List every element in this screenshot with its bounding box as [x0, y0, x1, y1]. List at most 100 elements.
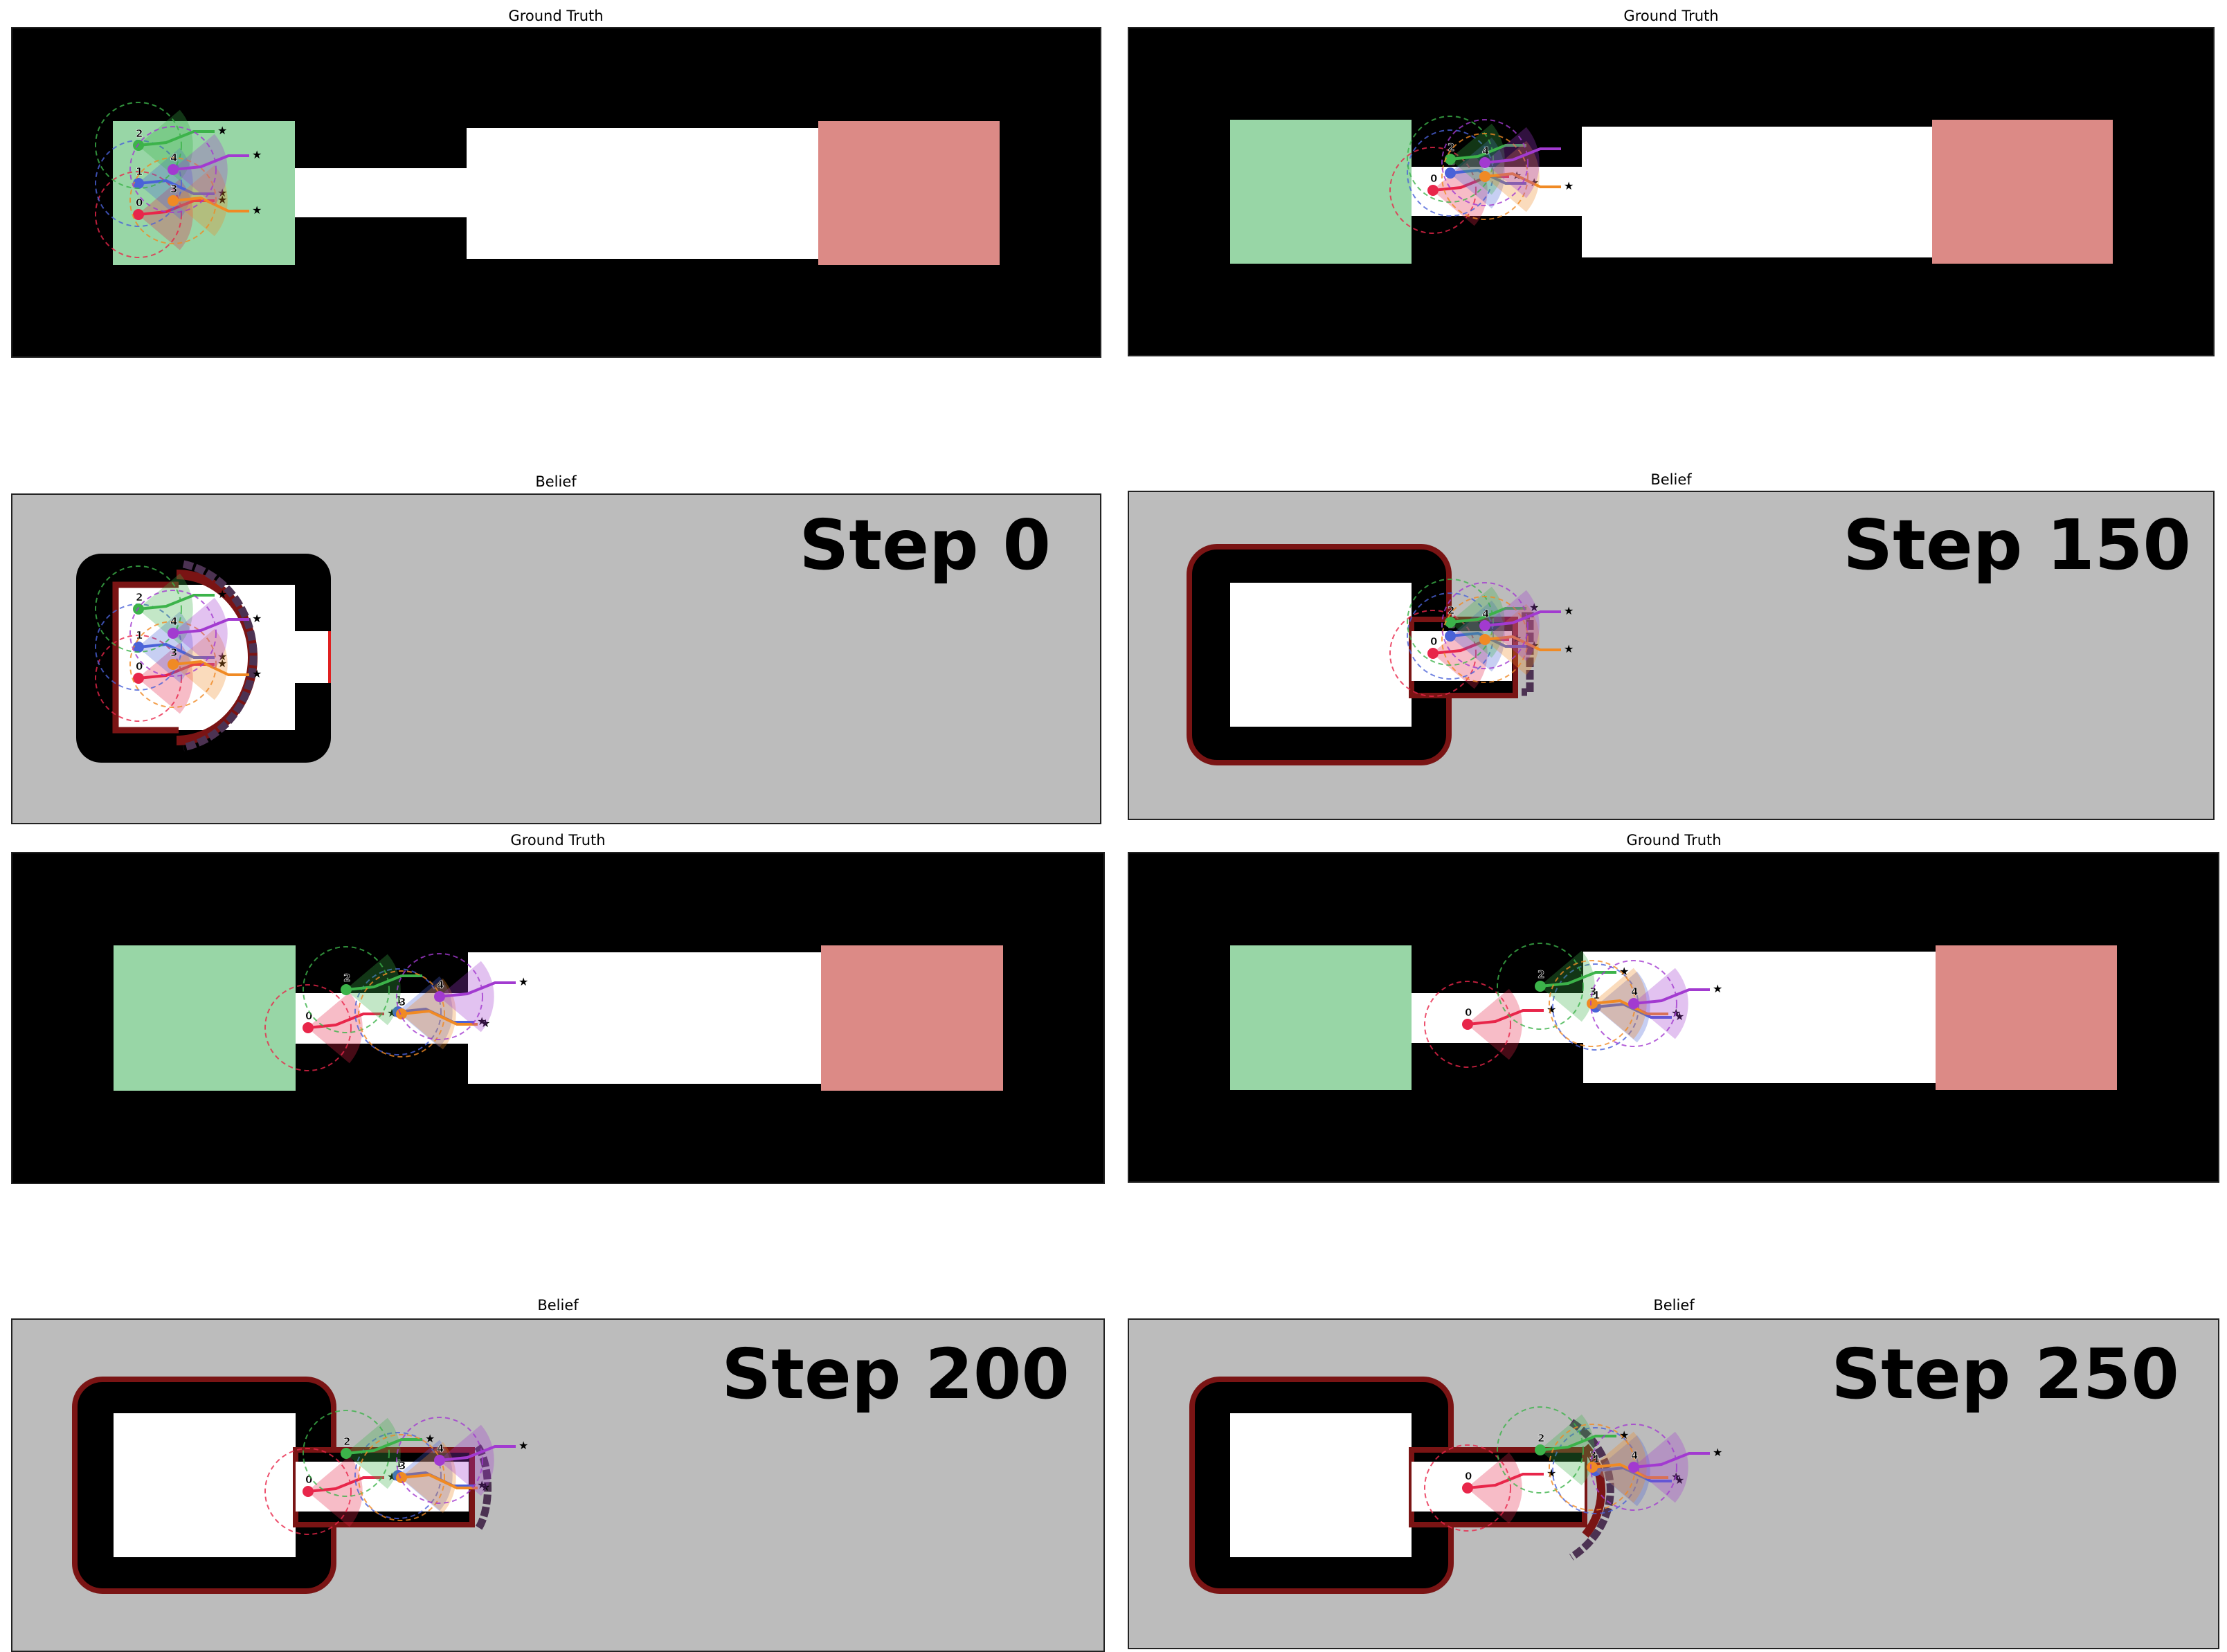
field-of-view-fan — [137, 573, 193, 645]
robot-id-label: 2 — [343, 1435, 350, 1448]
robot-id-label: 3 — [1589, 986, 1596, 998]
robot-id-label: 0 — [305, 1010, 312, 1022]
robot-id-label: 3 — [1589, 1449, 1596, 1462]
start-zone — [114, 945, 296, 1091]
field-of-view-fan — [345, 1417, 401, 1489]
sensor-range-circle — [396, 1417, 483, 1504]
sensor-range-circle — [303, 946, 390, 1033]
field-of-view-fan — [1594, 971, 1650, 1043]
robot-team: ★0★1★2★3★4 — [1424, 943, 1722, 1068]
panel-step200-belief: Belief ★0★1★2★3★4 Step 200 — [11, 1297, 1105, 1652]
robot-id-label: 4 — [170, 152, 177, 164]
goal-marker: ★ — [519, 975, 528, 988]
robot-id-label: 1 — [1593, 989, 1600, 1001]
field-of-view-fan — [1484, 590, 1540, 662]
field-of-view-fan — [1594, 1435, 1650, 1507]
robot-id-label: 2 — [136, 127, 143, 140]
robot-id-label: 4 — [1631, 986, 1638, 998]
robot-body — [1628, 998, 1639, 1009]
goal-marker: ★ — [217, 124, 227, 137]
robot-body — [341, 984, 352, 995]
start-zone — [1230, 945, 1412, 1090]
panel-title: Belief — [1653, 1297, 1695, 1314]
robot-body — [133, 209, 144, 220]
robot-team: ★0★1★2★3★4 — [264, 946, 528, 1071]
planned-trajectory — [1595, 1002, 1672, 1019]
planned-trajectory — [307, 1476, 384, 1493]
known-corridor — [295, 631, 330, 683]
panel-title: Ground Truth — [508, 8, 603, 24]
sensor-range-circle — [1407, 116, 1494, 203]
robot-id-label: 3 — [170, 183, 177, 195]
robot-id-label: 2 — [136, 591, 143, 603]
goal-zone — [1936, 945, 2117, 1090]
field-of-view-fan — [137, 642, 193, 714]
frontier-outer-arc — [1569, 1419, 1614, 1561]
planned-trajectory — [1633, 988, 1710, 1005]
field-of-view-fan — [1484, 603, 1540, 675]
goal-marker: ★ — [1529, 138, 1539, 151]
panel-title: Ground Truth — [510, 832, 605, 848]
sensor-range-circle — [1497, 1406, 1584, 1494]
field-of-view-fan — [1484, 140, 1540, 212]
panel-title: Ground Truth — [1626, 832, 1721, 848]
panel-title: Belief — [1650, 471, 1692, 488]
known-free — [114, 1413, 296, 1557]
field-of-view-fan — [137, 179, 193, 251]
planned-trajectory — [138, 179, 215, 195]
planned-trajectory — [1633, 1452, 1710, 1469]
robot-id-label: 0 — [136, 660, 143, 673]
robot-id-label: 4 — [437, 1442, 444, 1455]
field-of-view-fan — [137, 109, 193, 181]
robot-body — [303, 1022, 314, 1033]
planned-trajectory — [172, 154, 249, 171]
robot-id-label: 3 — [170, 646, 177, 659]
field-of-view-fan — [1449, 137, 1505, 209]
planned-trajectory — [345, 974, 422, 991]
planned-trajectory — [401, 1473, 478, 1489]
robot-body — [1445, 630, 1456, 642]
robot-id-label: 0 — [1430, 172, 1437, 185]
field-of-view-fan — [345, 954, 401, 1026]
sensor-range-circle — [1590, 1424, 1677, 1511]
known-free — [1230, 1413, 1412, 1557]
goal-marker: ★ — [1619, 965, 1629, 978]
planned-trajectory — [172, 618, 249, 635]
sensor-range-circle — [354, 1432, 442, 1519]
sensor-range-circle — [1441, 596, 1529, 683]
known-free — [1230, 583, 1412, 727]
step-label: Step 200 — [721, 1334, 1070, 1415]
goal-marker: ★ — [1564, 141, 1574, 154]
robot-body — [133, 673, 144, 684]
sensor-range-circle — [129, 157, 217, 244]
goal-marker: ★ — [1529, 601, 1539, 614]
robot-id-label: 1 — [395, 994, 402, 1006]
panel-step250-belief: Belief ★0★1★2★3★4 Step 250 — [1128, 1297, 2219, 1649]
robot-id-label: 0 — [1465, 1006, 1472, 1019]
sensor-range-circle — [1441, 582, 1529, 669]
robot-body — [168, 659, 179, 670]
panel-title: Belief — [537, 1297, 579, 1314]
robot-id-label: 1 — [395, 1458, 402, 1470]
frontier-outer-arc — [1522, 612, 1534, 696]
goal-marker: ★ — [1547, 1003, 1556, 1016]
panel-step150-ground-truth: Ground Truth ★0★1★2★3★4 — [1128, 8, 2215, 356]
robot-body — [1445, 167, 1456, 179]
sensor-range-circle — [1552, 1427, 1639, 1514]
robot-body — [434, 1455, 445, 1466]
robot-id-label: 2 — [1538, 1432, 1544, 1444]
frontier-outer-arc — [182, 560, 258, 752]
robot-body — [1445, 617, 1456, 628]
hall — [468, 952, 821, 1084]
goal-marker: ★ — [1564, 642, 1574, 655]
robot-body — [1462, 1482, 1473, 1494]
sensor-range-circle — [264, 1448, 352, 1535]
robot-body — [1479, 157, 1490, 168]
field-of-view-fan — [1484, 127, 1540, 199]
robot-team: ★0★1★2★3★4 — [95, 565, 262, 722]
robot-team: ★0★1★2★3★4 — [1424, 1406, 1722, 1532]
sensor-range-circle — [264, 984, 352, 1071]
sensor-range-circle — [1389, 147, 1477, 234]
goal-marker: ★ — [1713, 1446, 1722, 1459]
field-of-view-fan — [172, 628, 228, 700]
